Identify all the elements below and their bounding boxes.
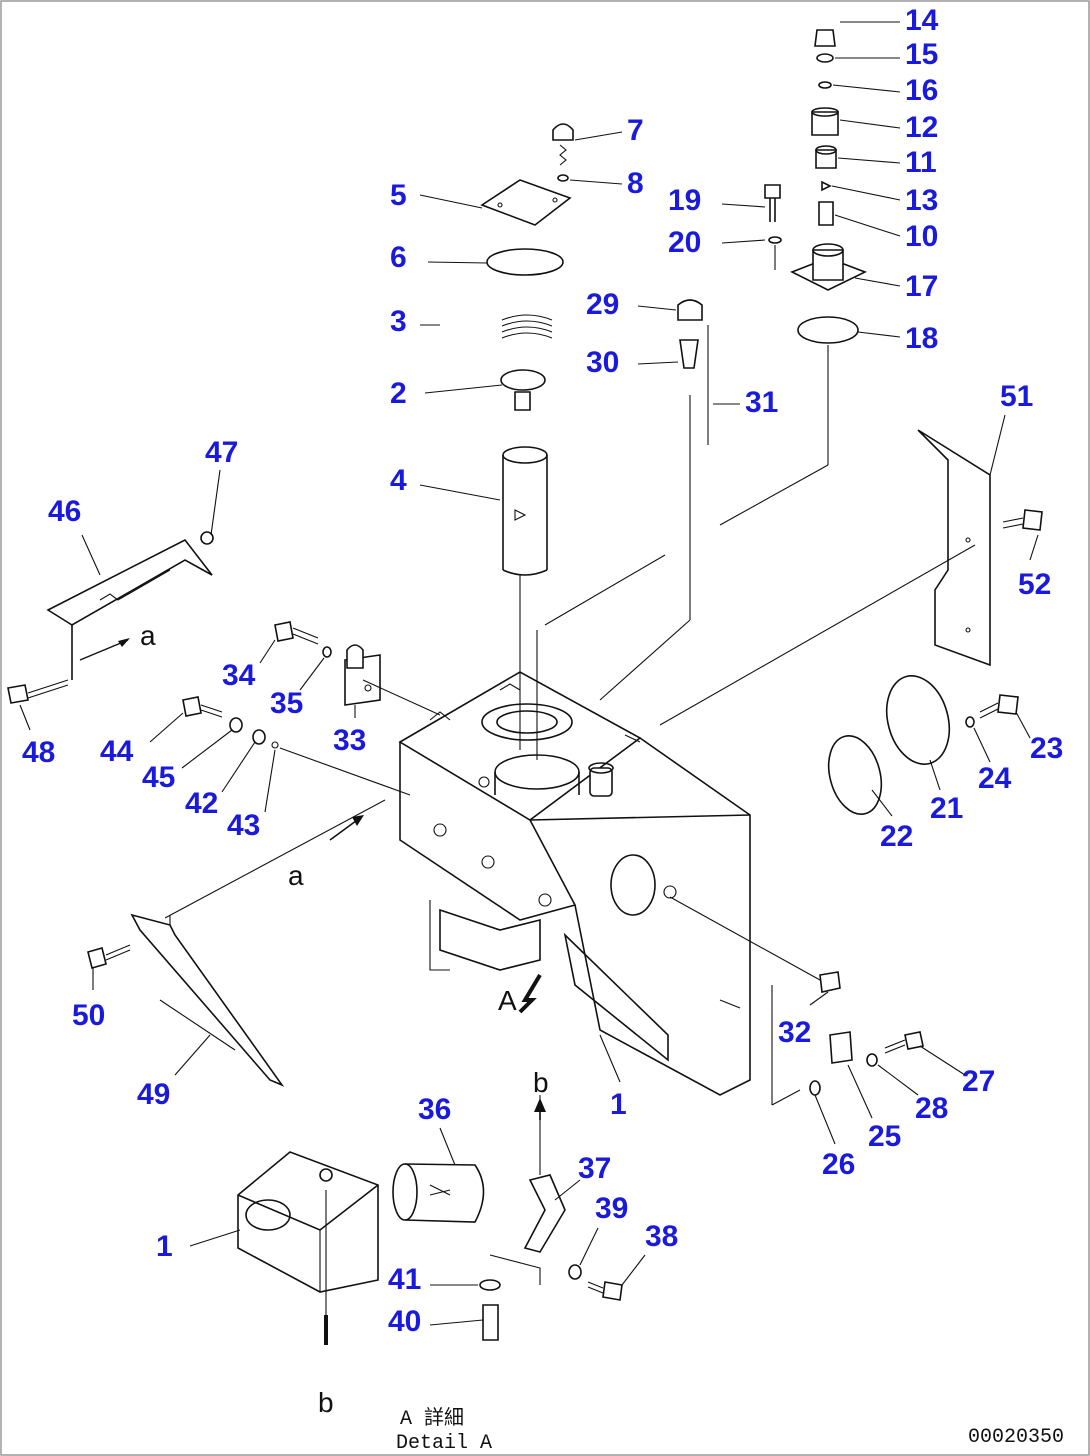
callout-27[interactable]: 27 (962, 1065, 995, 1098)
bolt-23-24[interactable] (965, 694, 1019, 728)
callout-18[interactable]: 18 (905, 322, 938, 355)
cover-21-gasket-22[interactable] (820, 669, 958, 820)
callout-34[interactable]: 34 (222, 659, 256, 692)
plug-32[interactable] (819, 971, 841, 993)
leader-lines (164, 345, 976, 1315)
view-letter-a: a (140, 620, 156, 651)
callout-31[interactable]: 31 (745, 386, 778, 419)
callout-1[interactable]: 1 (156, 1230, 173, 1263)
callout-13[interactable]: 13 (905, 184, 938, 217)
drain-25-26-27-28[interactable] (809, 1031, 924, 1096)
callout-44[interactable]: 44 (100, 735, 134, 768)
callout-24[interactable]: 24 (978, 762, 1012, 795)
drawing-number: 00020350 (968, 1426, 1064, 1449)
callout-42[interactable]: 42 (185, 787, 218, 820)
callout-11[interactable]: 11 (905, 146, 937, 179)
bolt-19-20[interactable] (764, 184, 782, 270)
detail-a-view[interactable] (237, 1098, 623, 1345)
callout-45[interactable]: 45 (142, 761, 175, 794)
callout-52[interactable]: 52 (1018, 568, 1051, 601)
callout-29[interactable]: 29 (586, 288, 619, 321)
callout-21[interactable]: 21 (930, 792, 963, 825)
callout-37[interactable]: 37 (578, 1152, 611, 1185)
breather-assembly[interactable] (790, 29, 868, 344)
bolt-52[interactable] (1002, 509, 1043, 531)
callout-leaders (19, 21, 1039, 1326)
callout-28[interactable]: 28 (915, 1092, 948, 1125)
callout-49[interactable]: 49 (137, 1078, 170, 1111)
callout-12[interactable]: 12 (905, 111, 938, 144)
callout-46[interactable]: 46 (48, 495, 81, 528)
callout-33[interactable]: 33 (333, 724, 366, 757)
callout-14[interactable]: 14 (905, 4, 939, 37)
view-letter-b: b (533, 1067, 549, 1098)
callout-48[interactable]: 48 (22, 736, 55, 769)
detail-caption-en: Detail A (396, 1432, 492, 1455)
callout-30[interactable]: 30 (586, 346, 619, 379)
callout-3[interactable]: 3 (390, 305, 407, 338)
view-letter-a: a (288, 860, 304, 891)
callout-39[interactable]: 39 (595, 1192, 628, 1225)
callout-50[interactable]: 50 (72, 999, 105, 1032)
callout-43[interactable]: 43 (227, 809, 260, 842)
callout-38[interactable]: 38 (645, 1220, 678, 1253)
callout-1[interactable]: 1 (610, 1088, 627, 1121)
level-gauge-29-30-31[interactable] (677, 299, 709, 445)
callout-6[interactable]: 6 (390, 241, 407, 274)
view-letter-b: b (318, 1387, 334, 1418)
bolt-44-45-42-43[interactable] (182, 696, 279, 749)
callout-25[interactable]: 25 (868, 1120, 901, 1153)
cover-51[interactable] (917, 429, 991, 667)
callout-23[interactable]: 23 (1030, 732, 1063, 765)
callout-26[interactable]: 26 (822, 1148, 855, 1181)
callout-22[interactable]: 22 (880, 820, 913, 853)
callout-40[interactable]: 40 (388, 1305, 421, 1338)
callout-35[interactable]: 35 (270, 687, 303, 720)
callout-32[interactable]: 32 (778, 1016, 811, 1049)
view-letter-A: A (498, 985, 517, 1016)
bracket-33[interactable] (344, 644, 381, 706)
bolt-34-35[interactable] (274, 621, 332, 658)
callout-41[interactable]: 41 (388, 1263, 421, 1296)
bolt-50[interactable] (87, 944, 131, 969)
callout-8[interactable]: 8 (627, 167, 644, 200)
callout-15[interactable]: 15 (905, 38, 938, 71)
hydraulic-tank[interactable] (398, 671, 751, 1096)
callout-17[interactable]: 17 (905, 270, 938, 303)
filter-cap-assembly[interactable] (480, 123, 574, 576)
stay-49[interactable] (130, 913, 285, 1087)
callout-36[interactable]: 36 (418, 1093, 451, 1126)
callout-16[interactable]: 16 (905, 74, 938, 107)
callout-20[interactable]: 20 (668, 226, 701, 259)
callout-51[interactable]: 51 (1000, 380, 1033, 413)
callout-19[interactable]: 19 (668, 184, 701, 217)
callout-10[interactable]: 10 (905, 220, 938, 253)
callout-4[interactable]: 4 (390, 464, 407, 497)
callout-labels: 14 15 16 12 11 13 10 17 18 7 8 5 6 3 2 4… (22, 4, 1063, 1338)
callout-2[interactable]: 2 (390, 377, 407, 410)
cover-46[interactable] (46, 531, 214, 680)
callout-5[interactable]: 5 (390, 179, 407, 212)
callout-7[interactable]: 7 (627, 114, 644, 147)
bolt-48[interactable] (7, 679, 69, 704)
detail-caption-jp: A 詳細 (400, 1406, 464, 1431)
callout-47[interactable]: 47 (205, 436, 238, 469)
